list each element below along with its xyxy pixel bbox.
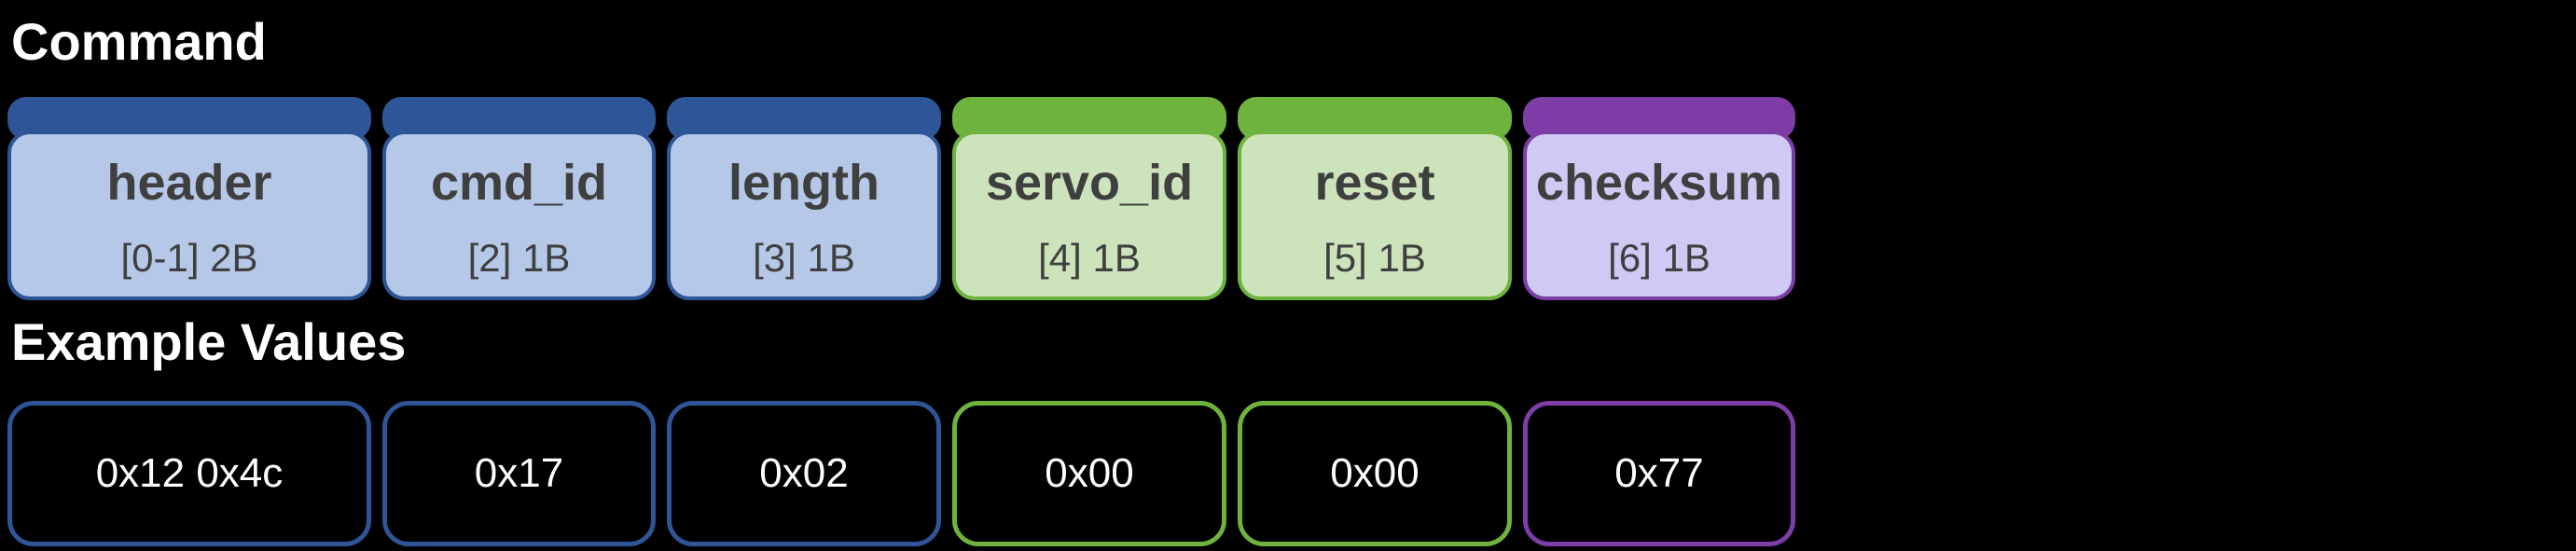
field-box-cmd-id: cmd_id [2] 1B [382, 131, 656, 300]
field-column-servo-id: servo_id [4] 1B [952, 97, 1226, 300]
value-box-checksum: 0x77 [1523, 401, 1795, 546]
example-values-section-title: Example Values [11, 312, 407, 371]
field-bytes-checksum: [6] 1B [1608, 236, 1710, 280]
field-name-reset: reset [1314, 155, 1435, 211]
field-bytes-reset: [5] 1B [1323, 236, 1426, 280]
value-box-cmd-id: 0x17 [382, 401, 656, 546]
field-name-checksum: checksum [1535, 155, 1783, 211]
value-box-servo-id: 0x00 [952, 401, 1226, 546]
value-box-length: 0x02 [667, 401, 941, 546]
field-name-cmd-id: cmd_id [430, 155, 608, 211]
command-section-title: Command [11, 12, 267, 71]
value-box-header: 0x12 0x4c [7, 401, 371, 546]
field-bytes-length: [3] 1B [753, 236, 855, 280]
field-box-reset: reset [5] 1B [1238, 131, 1512, 300]
field-name-length: length [728, 155, 879, 211]
value-box-reset: 0x00 [1238, 401, 1512, 546]
field-name-header: header [106, 155, 272, 211]
field-box-checksum: checksum [6] 1B [1523, 131, 1795, 300]
field-bytes-cmd-id: [2] 1B [467, 236, 571, 280]
field-column-reset: reset [5] 1B [1238, 97, 1512, 300]
field-box-length: length [3] 1B [667, 131, 941, 300]
command-fields-row: header [0-1] 2B cmd_id [2] 1B length [3]… [7, 97, 1795, 300]
field-box-servo-id: servo_id [4] 1B [952, 131, 1226, 300]
field-bytes-header: [0-1] 2B [120, 236, 258, 280]
example-values-row: 0x12 0x4c 0x17 0x02 0x00 0x00 0x77 [7, 401, 1795, 546]
field-box-header: header [0-1] 2B [7, 131, 371, 300]
field-bytes-servo-id: [4] 1B [1038, 236, 1141, 280]
field-column-cmd-id: cmd_id [2] 1B [382, 97, 656, 300]
field-column-header: header [0-1] 2B [7, 97, 371, 300]
field-name-servo-id: servo_id [985, 155, 1194, 211]
field-column-length: length [3] 1B [667, 97, 941, 300]
field-column-checksum: checksum [6] 1B [1523, 97, 1795, 300]
